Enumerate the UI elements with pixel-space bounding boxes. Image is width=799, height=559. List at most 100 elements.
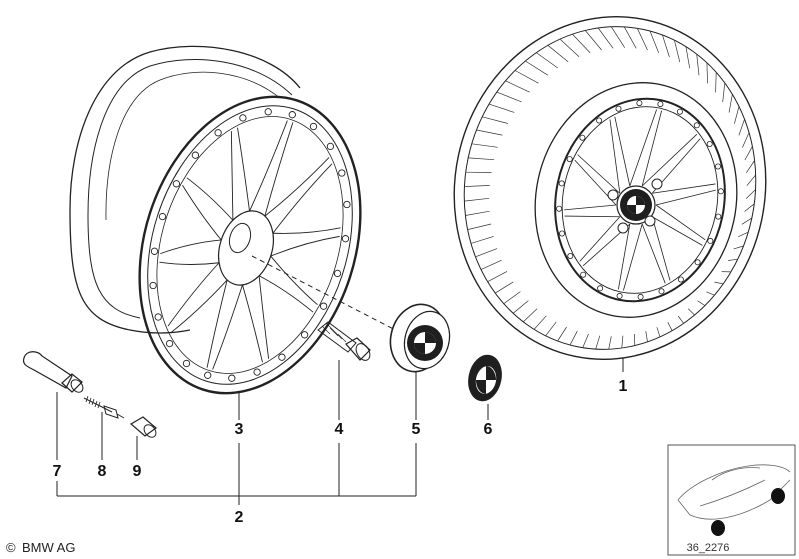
spoke	[242, 284, 263, 363]
rim-bolt	[239, 114, 247, 122]
tread-groove	[696, 54, 700, 76]
tread-groove	[744, 146, 753, 161]
spoke	[617, 223, 631, 290]
rim-bolt	[706, 140, 713, 147]
rim-bolt	[615, 105, 622, 112]
rim-bolt	[637, 293, 644, 300]
rim-bolt	[556, 205, 563, 212]
tread-groove	[722, 82, 726, 103]
spoke	[623, 223, 643, 291]
spoke	[655, 204, 706, 241]
tread-groove	[623, 26, 637, 49]
spoke	[614, 116, 631, 187]
valve-drawing	[22, 351, 84, 393]
tread-groove	[697, 300, 706, 306]
part-number-9: 9	[133, 463, 142, 480]
rim-bolt	[278, 353, 286, 361]
spoke	[159, 261, 220, 265]
drawing-number: 36_2276	[687, 542, 730, 554]
rim-bolt	[228, 374, 236, 382]
rim-bolt	[676, 108, 683, 115]
rim-bolt	[333, 269, 342, 278]
tread-groove	[738, 119, 745, 136]
tread-groove	[572, 33, 591, 54]
spoke	[651, 216, 703, 246]
tread-groove	[741, 217, 752, 225]
tread-groove	[525, 60, 548, 76]
rim-bolt	[300, 331, 309, 339]
rim-bolt	[715, 213, 722, 220]
spoke	[641, 223, 666, 284]
wheel-center-badge	[616, 185, 656, 225]
tread-groove	[569, 330, 578, 346]
rim-bolt	[182, 359, 191, 368]
tread-groove	[636, 28, 648, 51]
spoke	[651, 216, 671, 281]
rim-bolt	[149, 281, 157, 290]
tread-groove	[715, 72, 717, 93]
tread-groove	[545, 321, 557, 337]
tread-groove	[505, 80, 530, 93]
tread-groove	[487, 271, 508, 283]
valve-insert-drawing	[83, 395, 125, 419]
tread-groove	[557, 326, 567, 342]
tread-groove	[742, 132, 750, 148]
valve-cap-drawing	[129, 416, 157, 438]
tread-groove	[514, 70, 539, 84]
tread-groove	[734, 106, 740, 124]
part-number-2: 2	[235, 509, 244, 526]
tread-groove	[533, 315, 547, 330]
tread-groove	[746, 174, 756, 186]
tread-groove	[685, 46, 691, 69]
rim-bolt	[616, 292, 623, 299]
rim-bolt	[253, 368, 261, 376]
rim-bolt	[579, 134, 586, 141]
tread-groove	[645, 331, 648, 342]
tread-groove	[503, 291, 521, 304]
spoke	[609, 119, 621, 194]
rim-bolt	[636, 100, 643, 107]
spoke	[258, 275, 270, 359]
rim-bolt	[707, 237, 714, 244]
spoke	[212, 284, 243, 370]
copyright-symbol: ©	[6, 540, 16, 555]
spoke	[564, 204, 617, 211]
spoke	[160, 239, 222, 255]
callout-lines	[56, 358, 624, 505]
tread-groove	[467, 223, 492, 230]
spoke	[186, 177, 234, 221]
spoke	[167, 262, 220, 327]
spoke	[577, 154, 621, 194]
tyre-with-wheel-drawing	[453, 15, 767, 361]
part-number-1: 1	[619, 378, 628, 395]
spoke	[206, 279, 228, 368]
spoke	[270, 235, 340, 257]
tread-groove	[584, 30, 602, 51]
rim-bolt	[158, 212, 167, 221]
vehicle-thumbnail: 36_2276	[667, 444, 796, 556]
rim-bolt	[715, 163, 722, 170]
rim-bolt	[338, 169, 346, 177]
tread-groove	[464, 197, 490, 202]
rim-bolt	[580, 271, 587, 278]
spoke	[264, 122, 294, 217]
part-number-5: 5	[412, 421, 421, 438]
spoke	[641, 110, 663, 187]
rim-bolt	[658, 288, 665, 295]
rim-bolt	[596, 117, 603, 124]
spoke	[270, 255, 318, 306]
tread-groove	[468, 157, 495, 161]
spoke	[249, 120, 288, 212]
tread-groove	[464, 185, 490, 187]
rim-bolt	[214, 129, 222, 137]
tread-groove	[582, 333, 589, 348]
tread-groove	[733, 245, 744, 250]
emblem-drawing	[468, 354, 502, 402]
tread-groove	[495, 281, 514, 294]
rim-bolt	[343, 200, 351, 209]
part-number-3: 3	[235, 421, 244, 438]
spoke	[170, 279, 228, 333]
part-number-8: 8	[98, 463, 107, 480]
rim-bolt	[326, 142, 335, 151]
rim-bolt	[309, 122, 318, 131]
